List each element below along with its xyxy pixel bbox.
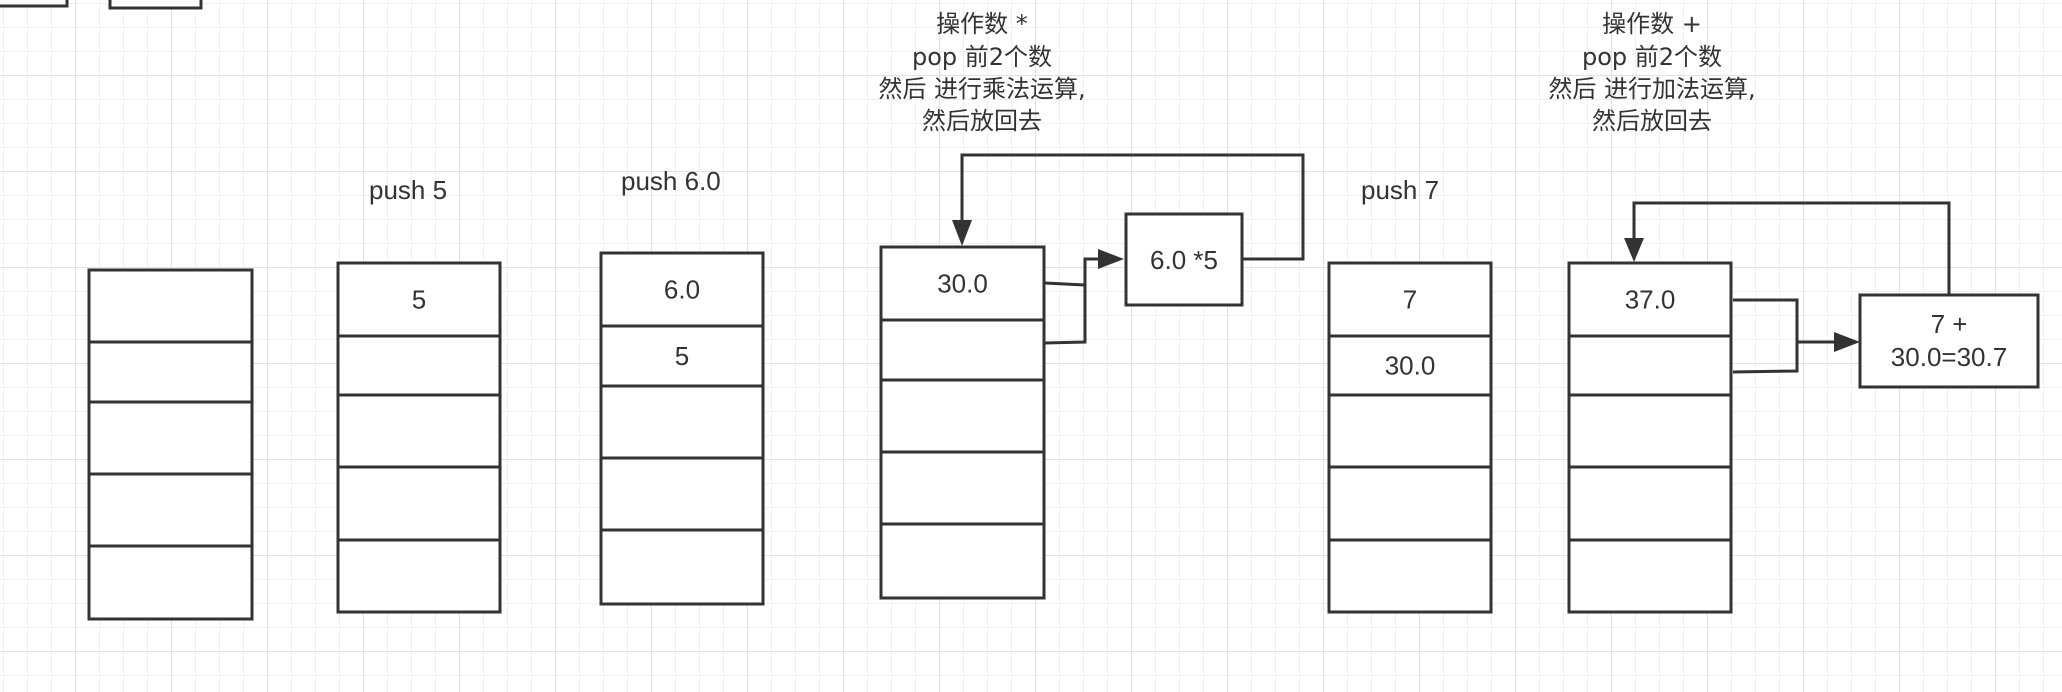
stack-cell xyxy=(879,378,1046,454)
stack-push-6: 6.05 xyxy=(599,251,765,606)
stack-empty xyxy=(87,268,254,621)
stack-cell xyxy=(1327,393,1493,469)
stack-push-7: 730.0 xyxy=(1327,261,1493,614)
step-label-push-5: push 5 xyxy=(369,175,447,205)
stack-cell xyxy=(336,465,502,542)
stack-cell-value: 30.0 xyxy=(1385,351,1436,381)
stack-cell xyxy=(87,340,254,404)
add-op-label-line-2: 30.0=30.7 xyxy=(1891,342,2007,372)
add-note-line-1: 操作数 + xyxy=(1602,10,1702,38)
stack-cell xyxy=(87,268,254,344)
multiply-note-line-2: pop 前2个数 xyxy=(912,43,1052,71)
stack-cell xyxy=(599,456,765,532)
stack-cell-value: 5 xyxy=(675,341,689,371)
stack-cell xyxy=(1327,334,1493,397)
stack-push-5: 5 xyxy=(336,261,502,614)
multiply-note-line-3: 然后 进行乘法运算, xyxy=(878,75,1085,103)
add-op-label-line-1: 7 + xyxy=(1931,309,1968,339)
add-return-connector xyxy=(1632,201,1951,295)
add-note-line-2: pop 前2个数 xyxy=(1582,43,1722,71)
multiply-return-connector xyxy=(960,153,1305,261)
stack-cell xyxy=(879,245,1046,322)
stack-cell xyxy=(336,393,502,469)
stack-cell-value: 7 xyxy=(1403,285,1417,315)
multiply-annotation: 操作数 * pop 前2个数 然后 进行乘法运算, 然后放回去 xyxy=(878,10,1085,135)
offscreen-box-left xyxy=(0,0,69,8)
add-return-arrowhead xyxy=(1624,238,1644,262)
multiply-operation: 6.0 *5 xyxy=(952,153,1305,345)
step-label-push-7: push 7 xyxy=(1361,175,1439,205)
stack-cell xyxy=(336,334,502,397)
multiply-note-line-4: 然后放回去 xyxy=(922,107,1042,135)
multiply-op-label: 6.0 *5 xyxy=(1150,245,1218,275)
stack-cell xyxy=(336,538,502,614)
stack-cell xyxy=(879,450,1046,526)
stack-after-multiply: 30.0 xyxy=(879,245,1046,600)
multiply-note-line-1: 操作数 * xyxy=(936,10,1028,38)
stack-cell xyxy=(1327,465,1493,542)
stack-cell xyxy=(87,472,254,548)
stack-cell xyxy=(599,384,765,460)
stack-cell xyxy=(1327,538,1493,614)
add-note-line-4: 然后放回去 xyxy=(1592,107,1712,135)
stack-cell xyxy=(336,261,502,338)
offscreen-box-right xyxy=(108,0,203,10)
add-merge-arrowhead xyxy=(1834,332,1860,352)
stack-cell-value: 5 xyxy=(412,285,426,315)
multiply-return-arrowhead xyxy=(952,220,972,246)
stack-cell xyxy=(879,318,1046,382)
stack-cell xyxy=(599,528,765,606)
step-label-push-6: push 6.0 xyxy=(621,166,721,196)
stack-cell-value: 30.0 xyxy=(937,269,988,299)
stack-cell-value: 37.0 xyxy=(1625,285,1676,315)
stack-cell xyxy=(1567,393,1733,469)
stack-cell xyxy=(1567,334,1733,397)
stack-cell xyxy=(599,251,765,328)
stack-cell xyxy=(87,544,254,621)
stack-after-add: 37.0 xyxy=(1567,261,1733,614)
add-operation: 7 + 30.0=30.7 xyxy=(1624,201,2040,389)
add-note-line-3: 然后 进行加法运算, xyxy=(1548,75,1755,103)
multiply-merge-connector xyxy=(1044,257,1098,345)
add-merge-connector xyxy=(1732,298,1834,374)
add-annotation: 操作数 + pop 前2个数 然后 进行加法运算, 然后放回去 xyxy=(1548,10,1755,135)
stack-cell xyxy=(879,522,1046,600)
multiply-op-box xyxy=(1124,212,1244,307)
stack-cell xyxy=(87,400,254,476)
stack-cell-value: 6.0 xyxy=(664,275,700,305)
stack-cell xyxy=(1567,538,1733,614)
stack-cell xyxy=(1567,465,1733,542)
multiply-merge-arrowhead xyxy=(1098,249,1124,269)
